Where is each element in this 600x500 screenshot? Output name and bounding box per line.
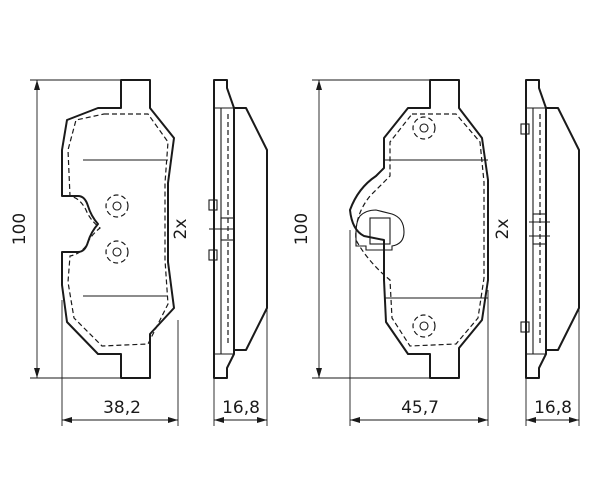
right-pad-rivet-lower <box>412 314 436 338</box>
right-pad-front-view <box>349 79 489 379</box>
right-thick-arrow-left <box>526 417 536 423</box>
left-width-arrow-left <box>62 417 72 423</box>
left-pad-rivet-upper-hole <box>112 201 122 211</box>
right-pad-friction-outline <box>355 113 485 347</box>
left-height-arrow-bottom <box>34 368 40 378</box>
left-thick-arrow-right <box>257 417 267 423</box>
left-pad-width-label: 38,2 <box>103 398 141 418</box>
right-side-clip-lower <box>520 321 530 333</box>
right-pad-height-label: 100 <box>292 213 312 245</box>
right-pad-sensor-slot <box>369 217 391 245</box>
right-pad-width-label: 45,7 <box>401 398 439 418</box>
left-thickness-dimension: 16,8 <box>213 308 268 426</box>
left-side-clip-lower <box>208 249 218 261</box>
left-pad-height-label: 100 <box>10 213 30 245</box>
right-side-friction-block <box>545 107 580 351</box>
left-side-quantity-label: 2x <box>171 219 191 240</box>
left-pad-outline <box>61 79 175 379</box>
left-pad-front-view <box>61 79 175 379</box>
right-thickness-dimension: 16,8 <box>525 308 580 426</box>
right-pad-height-dimension: 100 <box>292 79 430 379</box>
left-pad-height-dimension: 100 <box>10 79 121 379</box>
right-pad-outline <box>349 79 489 379</box>
right-side-clip-upper <box>520 123 530 135</box>
left-width-arrow-right <box>168 417 178 423</box>
left-thickness-label: 16,8 <box>222 398 260 418</box>
left-pad-friction-outline <box>67 113 169 347</box>
right-pad-side-view: 2x <box>493 79 580 379</box>
left-pad-side-view: 2x <box>171 79 268 379</box>
left-side-friction-block <box>233 107 268 351</box>
right-side-quantity-label: 2x <box>493 219 513 240</box>
right-height-arrow-bottom <box>316 368 322 378</box>
right-pad-width-dimension: 45,7 <box>349 230 489 426</box>
right-thickness-label: 16,8 <box>534 398 572 418</box>
right-side-sensor-notch <box>532 213 547 245</box>
left-height-arrow-top <box>34 80 40 90</box>
right-pad-rivet-upper-hole <box>419 123 429 133</box>
right-height-arrow-top <box>316 80 322 90</box>
right-pad-sensor-tab <box>355 209 405 251</box>
right-width-arrow-left <box>350 417 360 423</box>
left-thick-arrow-left <box>214 417 224 423</box>
right-pad-rivet-upper <box>412 116 436 140</box>
right-thick-arrow-right <box>569 417 579 423</box>
left-pad-rivet-lower-hole <box>112 247 122 257</box>
left-pad-rivet-upper <box>105 194 129 218</box>
left-pad-rivet-lower <box>105 240 129 264</box>
left-pad-width-dimension: 38,2 <box>61 300 179 426</box>
right-width-arrow-right <box>478 417 488 423</box>
left-side-clip-upper <box>208 199 218 211</box>
right-pad-rivet-lower-hole <box>419 321 429 331</box>
